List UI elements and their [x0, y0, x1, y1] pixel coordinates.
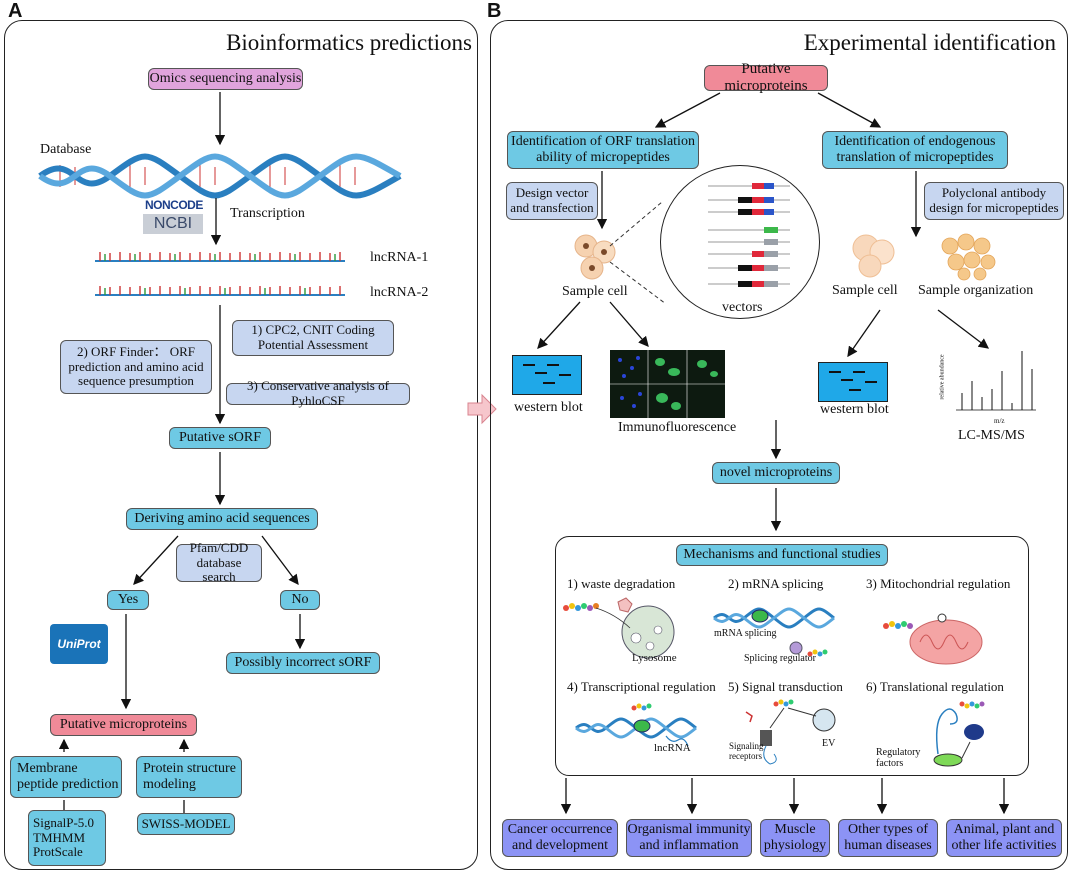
- mechanisms-panel: [555, 536, 1029, 776]
- membrane-box: Membrane peptide prediction: [10, 756, 122, 798]
- endogenous-box: Identification of endogenous translation…: [822, 131, 1008, 169]
- design-vector-box: Design vector and transfection: [506, 182, 598, 220]
- lncrna-2-strand: [95, 286, 345, 296]
- uniprot-logo-text: UniProt: [57, 637, 101, 651]
- yes-box: Yes: [107, 590, 149, 610]
- no-box: No: [280, 590, 320, 610]
- waste-degradation-illustration: [563, 597, 675, 659]
- putative-microproteins-b: Putative microproteins: [704, 61, 828, 94]
- ncbi-logo-text: NCBI: [153, 215, 193, 232]
- transcriptional-illustration: [575, 703, 697, 747]
- mech-4-label: 4) Transcriptional regulation: [567, 679, 716, 694]
- panel-a-arrows: [58, 92, 306, 813]
- signal-transduction-illustration: [745, 699, 836, 765]
- lncrna-2-label: lncRNA-2: [370, 285, 429, 300]
- orf-finder-box: 2) ORF Finder： ORF prediction and amino …: [60, 340, 212, 394]
- mech-6-label: 6) Translational regulation: [866, 679, 1004, 694]
- novel-box: novel microproteins: [712, 462, 840, 484]
- panel-connector-arrow: [467, 393, 497, 425]
- pfam-box: Pfam/CDD database search: [176, 540, 262, 584]
- mrna-splicing-sublabel: mRNA splicing: [714, 628, 777, 639]
- western-blot-2-label: western blot: [820, 402, 889, 417]
- panel-b-arrows: [537, 92, 1010, 815]
- tools-box: SignalP-5.0 TMHMM ProtScale: [28, 810, 106, 866]
- western-blot-1: [512, 355, 582, 395]
- vector-constructs: [708, 183, 790, 287]
- lcms-spectrum: [956, 351, 1036, 411]
- immunofluorescence-label: Immunofluorescence: [618, 420, 737, 435]
- database-label: Database: [40, 142, 92, 157]
- splicing-regulator-label: Splicing regulator: [744, 653, 816, 664]
- polyclonal-box: Polyclonal antibody design for micropept…: [924, 182, 1064, 220]
- lncrna-1-strand: [95, 252, 345, 262]
- putative-microproteins-a: Putative microproteins: [50, 714, 197, 736]
- uniprot-logo: UniProt: [50, 624, 108, 664]
- sample-org-label: Sample organization: [918, 283, 1034, 298]
- ev-label: EV: [822, 738, 836, 749]
- lcms-label: LC-MS/MS: [958, 428, 1025, 443]
- outcome-immunity: Organismal immunity and inflammation: [626, 819, 752, 857]
- omics-box: Omics sequencing analysis: [148, 68, 303, 90]
- regulatory-label: Regulatory factors: [876, 747, 921, 769]
- protein-struct-box: Protein structure modeling: [136, 756, 242, 798]
- swiss-box: SWISS-MODEL: [137, 813, 235, 835]
- mrna-splicing-illustration: [713, 607, 835, 657]
- lncrna-1-label: lncRNA-1: [370, 250, 429, 265]
- dna-helix-a: [38, 153, 402, 199]
- mechanisms-box: Mechanisms and functional studies: [676, 544, 888, 566]
- panel-a: [4, 20, 478, 870]
- sample-cell-2-icon: [852, 234, 895, 278]
- orf-translation-box: Identification of ORF translation abilit…: [507, 131, 699, 169]
- sample-cell-2-label: Sample cell: [832, 283, 898, 298]
- putative-sorf-box: Putative sORF: [169, 427, 271, 449]
- mech-1-label: 1) waste degradation: [567, 576, 676, 591]
- panel-a-title: Bioinformatics predictions: [226, 30, 472, 55]
- outcome-diseases: Other types of human diseases: [838, 819, 938, 857]
- sample-cell-1-icon: [574, 234, 616, 280]
- sample-organization-icon: [941, 233, 996, 281]
- vector-zoom-lines: [609, 201, 667, 305]
- panel-b-title: Experimental identification: [803, 30, 1056, 55]
- mech-3-label: 3) Mitochondrial regulation: [866, 576, 1011, 591]
- sample-cell-1-label: Sample cell: [562, 284, 628, 299]
- outcome-life: Animal, plant and other life activities: [946, 819, 1062, 857]
- incorrect-sorf-box: Possibly incorrect sORF: [226, 652, 380, 674]
- mech-5-label: 5) Signal transduction: [728, 679, 843, 694]
- cpc2-box: 1) CPC2, CNIT Coding Potential Assessmen…: [232, 320, 394, 356]
- ms-xlabel: m/z: [994, 417, 1005, 425]
- lncrna-sublabel: lncRNA: [654, 742, 691, 754]
- outcome-cancer: Cancer occurrence and development: [502, 819, 618, 857]
- vectors-label: vectors: [722, 300, 763, 315]
- panel-b: [490, 20, 1068, 870]
- panel-a-letter: A: [8, 0, 23, 22]
- noncode-logo: NONCODE: [145, 198, 203, 212]
- panel-b-letter: B: [487, 0, 502, 22]
- deriving-box: Deriving amino acid sequences: [126, 508, 318, 530]
- western-blot-2: [818, 362, 888, 402]
- immunofluorescence-image: [610, 350, 725, 418]
- ncbi-logo: NCBI: [143, 214, 203, 234]
- mech-2-label: 2) mRNA splicing: [728, 576, 824, 591]
- signaling-label: Signaling receptors: [729, 741, 764, 761]
- translational-illustration: [933, 701, 985, 767]
- transcription-label: Transcription: [230, 206, 305, 221]
- mitochondrial-illustration: [883, 613, 983, 665]
- outcome-muscle: Muscle physiology: [760, 819, 830, 857]
- lysosome-label: Lysosome: [632, 652, 677, 664]
- western-blot-1-label: western blot: [514, 400, 583, 415]
